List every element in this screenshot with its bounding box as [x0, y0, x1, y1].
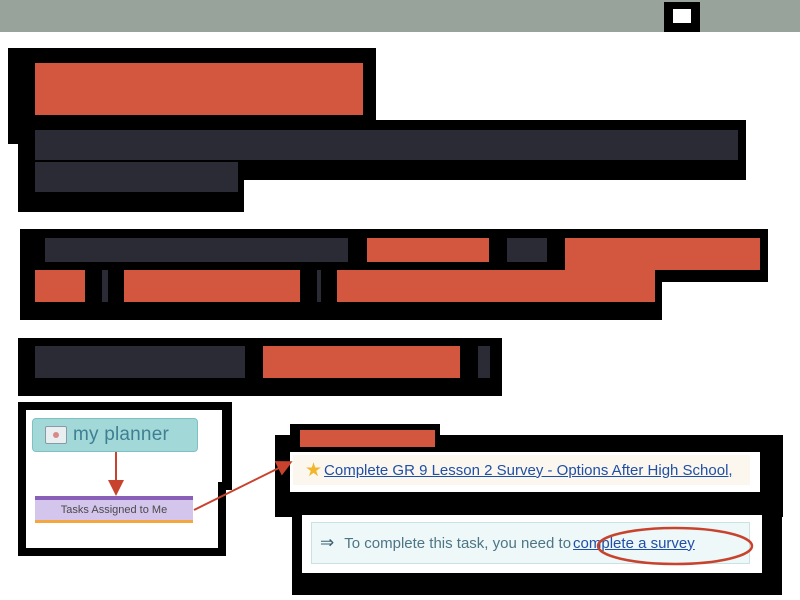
- redacted-text-segment: [45, 238, 348, 262]
- my-planner-button[interactable]: my planner: [32, 418, 198, 452]
- redacted-heading: [35, 63, 363, 115]
- close-button[interactable]: [664, 2, 700, 32]
- redacted-text-segment: [35, 346, 245, 378]
- annotation-arrow: [193, 461, 293, 511]
- right-arrow-icon: ⇒: [320, 533, 335, 552]
- redacted-text-segment: [102, 270, 108, 302]
- task-instruction-text: To complete this task, you need to: [344, 534, 572, 552]
- redacted-link-segment: [124, 270, 300, 302]
- redacted-link-segment: [337, 270, 655, 302]
- redacted-text-segment: [478, 346, 490, 378]
- redacted-text-line: [35, 130, 738, 160]
- calendar-icon: [45, 426, 67, 444]
- redacted-text-segment: [317, 270, 321, 302]
- close-icon: [673, 9, 691, 23]
- tasks-assigned-label: Tasks Assigned to Me: [60, 504, 168, 516]
- redacted-text-line: [35, 162, 238, 192]
- redacted-link-segment: [35, 270, 85, 302]
- survey-task-link[interactable]: Complete GR 9 Lesson 2 Survey - Options …: [324, 461, 733, 479]
- highlight-ellipse: [596, 526, 754, 566]
- my-planner-label: my planner: [73, 424, 169, 445]
- redacted-link-segment: [565, 238, 760, 270]
- task-row: ★ Complete GR 9 Lesson 2 Survey - Option…: [293, 455, 750, 485]
- redacted-link-segment: [367, 238, 489, 262]
- redacted-task-title: [300, 430, 435, 447]
- tasks-assigned-button[interactable]: Tasks Assigned to Me: [35, 496, 193, 523]
- redacted-text-segment: [507, 238, 547, 262]
- redacted-link-segment: [263, 346, 460, 378]
- star-icon: ★: [305, 459, 323, 481]
